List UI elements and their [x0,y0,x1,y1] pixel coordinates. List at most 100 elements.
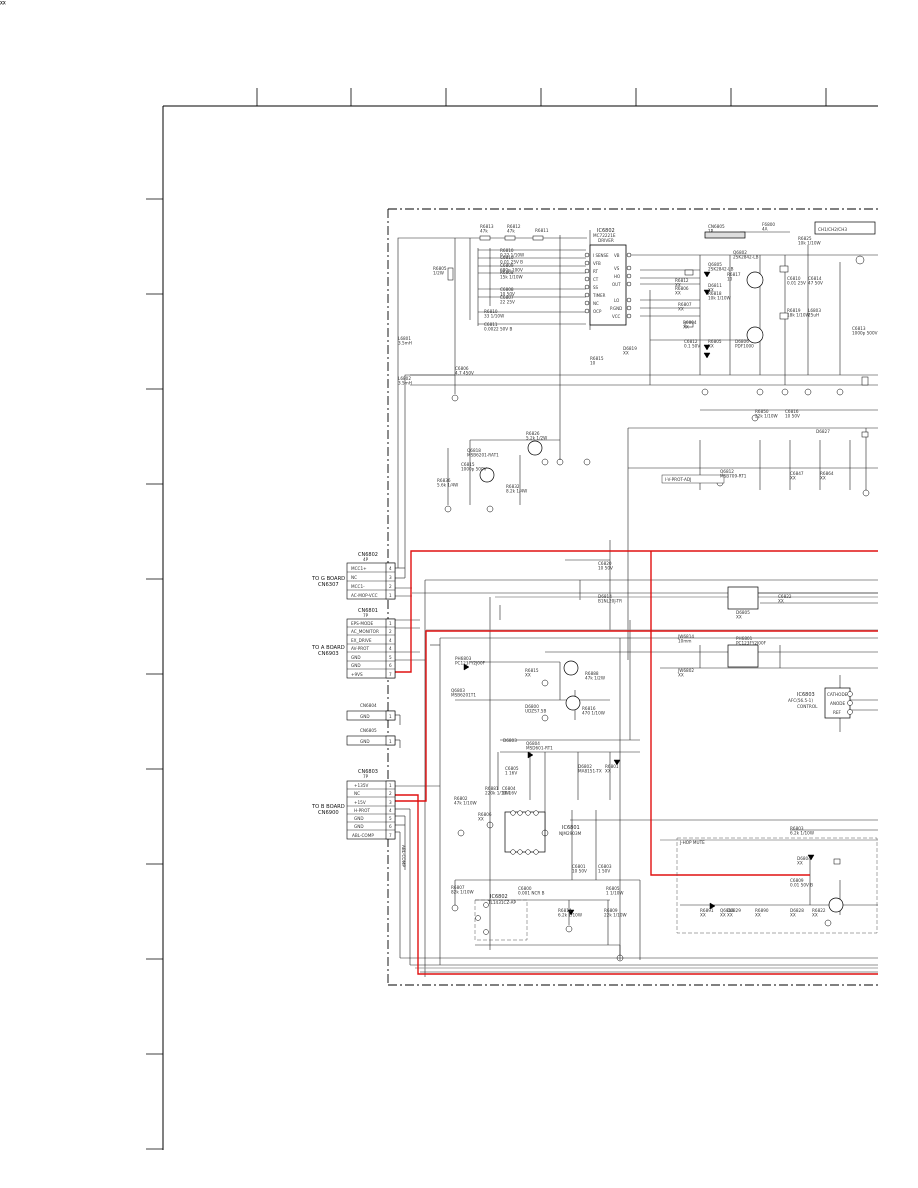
label-ref: REF [833,710,842,715]
component-label-d6803: D6803 [503,738,517,743]
cn6802-board-ref: CN6307 [318,582,339,588]
ic6802-pin-left-1: I SENSE [593,253,609,258]
cn6804-pin-1-name: GND [360,714,370,719]
cn6803-pin-6-name: GND [354,824,364,829]
cn6803-board: TO B BOARD [311,804,345,810]
grounds [444,255,870,962]
cn6803-pin-5-num: 5 [389,816,392,821]
cn6801-pin-7-name: +9VS [351,672,363,677]
ch-box [814,221,876,235]
ic-blocks [504,221,876,853]
ic6803-part: AFC(56.5-1) [788,698,813,703]
grey-wires [415,596,878,969]
cn6804-pin-1-num: 1 [389,714,392,719]
cn6801-ref: CN6801 [358,608,378,614]
cn6802-pin-2-name: NC [351,575,357,580]
highlight-path [395,550,878,975]
transistor-q6805 [746,326,764,344]
label-anode: ANODE [830,701,846,706]
ic6801-pins [510,810,539,855]
connector-dividers [347,571,395,831]
transistors [479,271,844,913]
cn6801-pin-2-num: 2 [389,629,392,634]
cn6801-pin-5-name: GND [351,655,361,660]
cn6801-pin-6-num: 6 [389,663,392,668]
cn6803-pin-3-num: 3 [389,800,392,805]
component-label-r6827: R6827XX [0,0,14,5]
transistor-q6804 [565,695,581,711]
ic6802b-pins [475,902,489,935]
cn6803-board-ref: CN6900 [318,810,339,816]
photocoupler-ph6801 [727,586,759,610]
ic6801-comparator [504,811,546,853]
cn6801-pin-7-num: 7 [389,672,392,677]
label-v-prot-adj: I-V-PROT-ADJ [665,477,691,482]
cn6805-pin-1-num: 1 [389,739,392,744]
cn6801-board-ref: CN6903 [318,651,339,657]
transistor-q6802 [746,271,764,289]
cn6803-pin-7-num: 7 [389,833,392,838]
ic-labels: IC6803 AFC(56.5-1) CONTROL IC6801 NJM290… [487,227,848,905]
cn6803-pin-3-name: +15V [354,800,366,805]
ic6802b-ref: IC6802 [490,894,508,900]
ic6803-pins [847,691,853,715]
ic6802-pin-right-4: OUT [612,282,621,287]
cn6803-ref: CN6803 [358,769,378,775]
cn6801-pin-2-name: AC_MONITOR [351,629,379,634]
ic6802b-part: TL1431CZ-AP [487,900,517,905]
cn6801-board: TO A BOARD [311,645,345,651]
ic6802-driver: IC6802 MC72221E DRIVER I SENSE VFB RT CT… [584,228,632,326]
sub-blocks [474,837,878,941]
ic6802-pin-right-2: VS [614,266,620,271]
connector-cn6805: CN6805 GND 1 [360,728,392,744]
ic6803-desc: CONTROL [797,704,818,709]
ic6802-pin-right-5: LO [614,298,619,303]
ic6802-pin-left-8: OCP [593,309,602,314]
cn6802-pin-3-num: 2 [389,584,392,589]
